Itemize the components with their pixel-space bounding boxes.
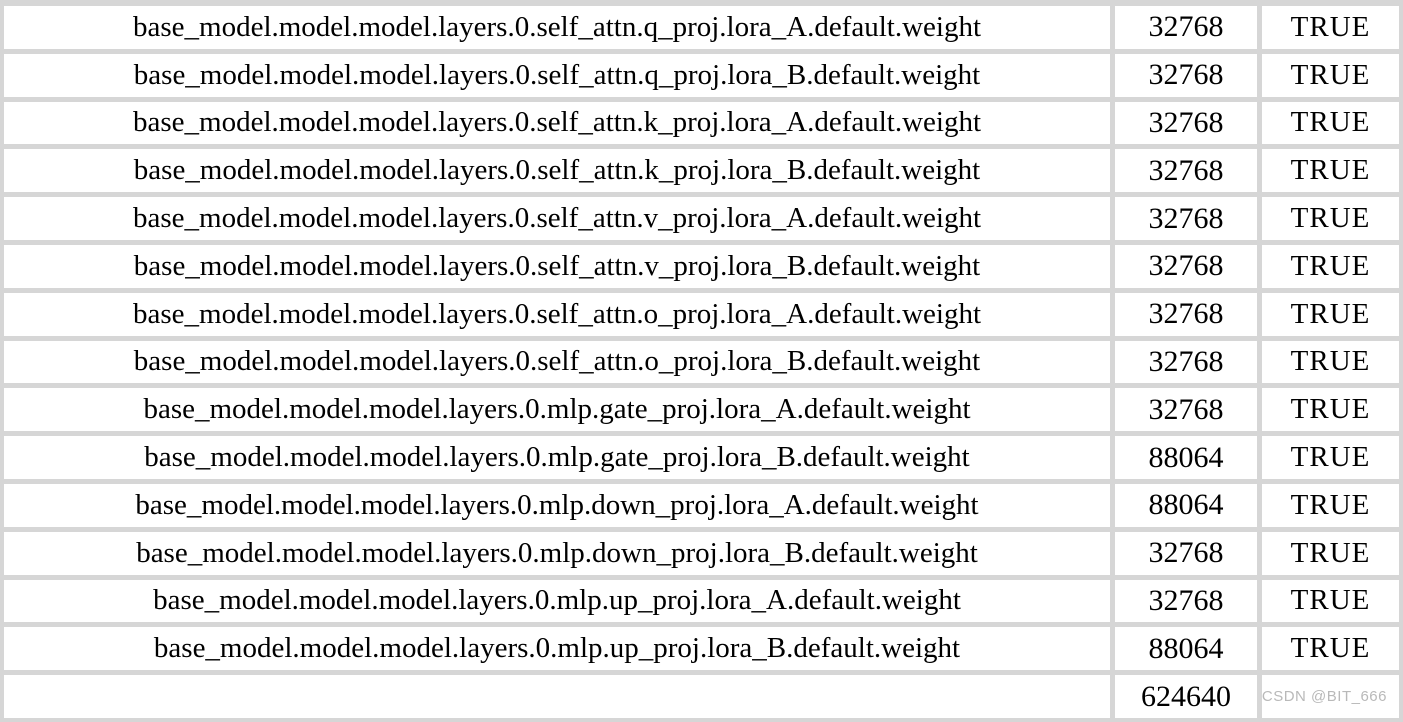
param-name-cell: base_model.model.model.layers.0.self_att… — [4, 197, 1110, 240]
param-count-cell: 32768 — [1115, 53, 1257, 97]
trainable-cell: TRUE — [1262, 244, 1399, 288]
param-count-cell: 88064 — [1115, 436, 1257, 479]
param-name-cell: base_model.model.model.layers.0.mlp.up_p… — [4, 627, 1110, 671]
param-count-cell: 32768 — [1115, 197, 1257, 240]
param-name-cell-empty — [4, 675, 1110, 718]
param-count-cell: 32768 — [1115, 579, 1257, 623]
param-count-cell: 88064 — [1115, 483, 1257, 527]
trainable-cell: TRUE — [1262, 579, 1399, 623]
trainable-cell: TRUE — [1262, 340, 1399, 384]
trainable-cell: TRUE — [1262, 6, 1399, 49]
param-count-cell: 32768 — [1115, 340, 1257, 384]
trainable-cell: TRUE — [1262, 149, 1399, 193]
param-name-cell: base_model.model.model.layers.0.mlp.down… — [4, 483, 1110, 527]
param-name-cell: base_model.model.model.layers.0.self_att… — [4, 149, 1110, 193]
param-count-cell: 32768 — [1115, 149, 1257, 193]
param-count-cell: 32768 — [1115, 101, 1257, 145]
total-count-cell: 624640 — [1115, 675, 1257, 718]
trainable-cell: TRUE — [1262, 197, 1399, 240]
trainable-cell: TRUE — [1262, 483, 1399, 527]
param-name-cell: base_model.model.model.layers.0.self_att… — [4, 292, 1110, 336]
trainable-cell: TRUE — [1262, 101, 1399, 145]
param-name-cell: base_model.model.model.layers.0.self_att… — [4, 244, 1110, 288]
param-name-cell: base_model.model.model.layers.0.mlp.gate… — [4, 436, 1110, 479]
trainable-cell: TRUE — [1262, 292, 1399, 336]
trainable-cell: TRUE — [1262, 436, 1399, 479]
param-name-cell: base_model.model.model.layers.0.self_att… — [4, 6, 1110, 49]
trainable-cell: TRUE — [1262, 627, 1399, 671]
param-count-cell: 88064 — [1115, 627, 1257, 671]
param-count-cell: 32768 — [1115, 244, 1257, 288]
param-count-cell: 32768 — [1115, 531, 1257, 575]
trainable-cell: TRUE — [1262, 531, 1399, 575]
param-name-cell: base_model.model.model.layers.0.mlp.down… — [4, 531, 1110, 575]
param-name-cell: base_model.model.model.layers.0.mlp.up_p… — [4, 579, 1110, 623]
param-name-cell: base_model.model.model.layers.0.self_att… — [4, 340, 1110, 384]
trainable-cell: TRUE — [1262, 388, 1399, 432]
param-count-cell: 32768 — [1115, 388, 1257, 432]
watermark-cell: CSDN @BIT_666 — [1262, 675, 1399, 718]
param-name-cell: base_model.model.model.layers.0.mlp.gate… — [4, 388, 1110, 432]
param-name-cell: base_model.model.model.layers.0.self_att… — [4, 101, 1110, 145]
param-name-cell: base_model.model.model.layers.0.self_att… — [4, 53, 1110, 97]
trainable-cell: TRUE — [1262, 53, 1399, 97]
watermark-text: CSDN @BIT_666 — [1262, 688, 1387, 706]
param-count-cell: 32768 — [1115, 292, 1257, 336]
param-count-cell: 32768 — [1115, 6, 1257, 49]
